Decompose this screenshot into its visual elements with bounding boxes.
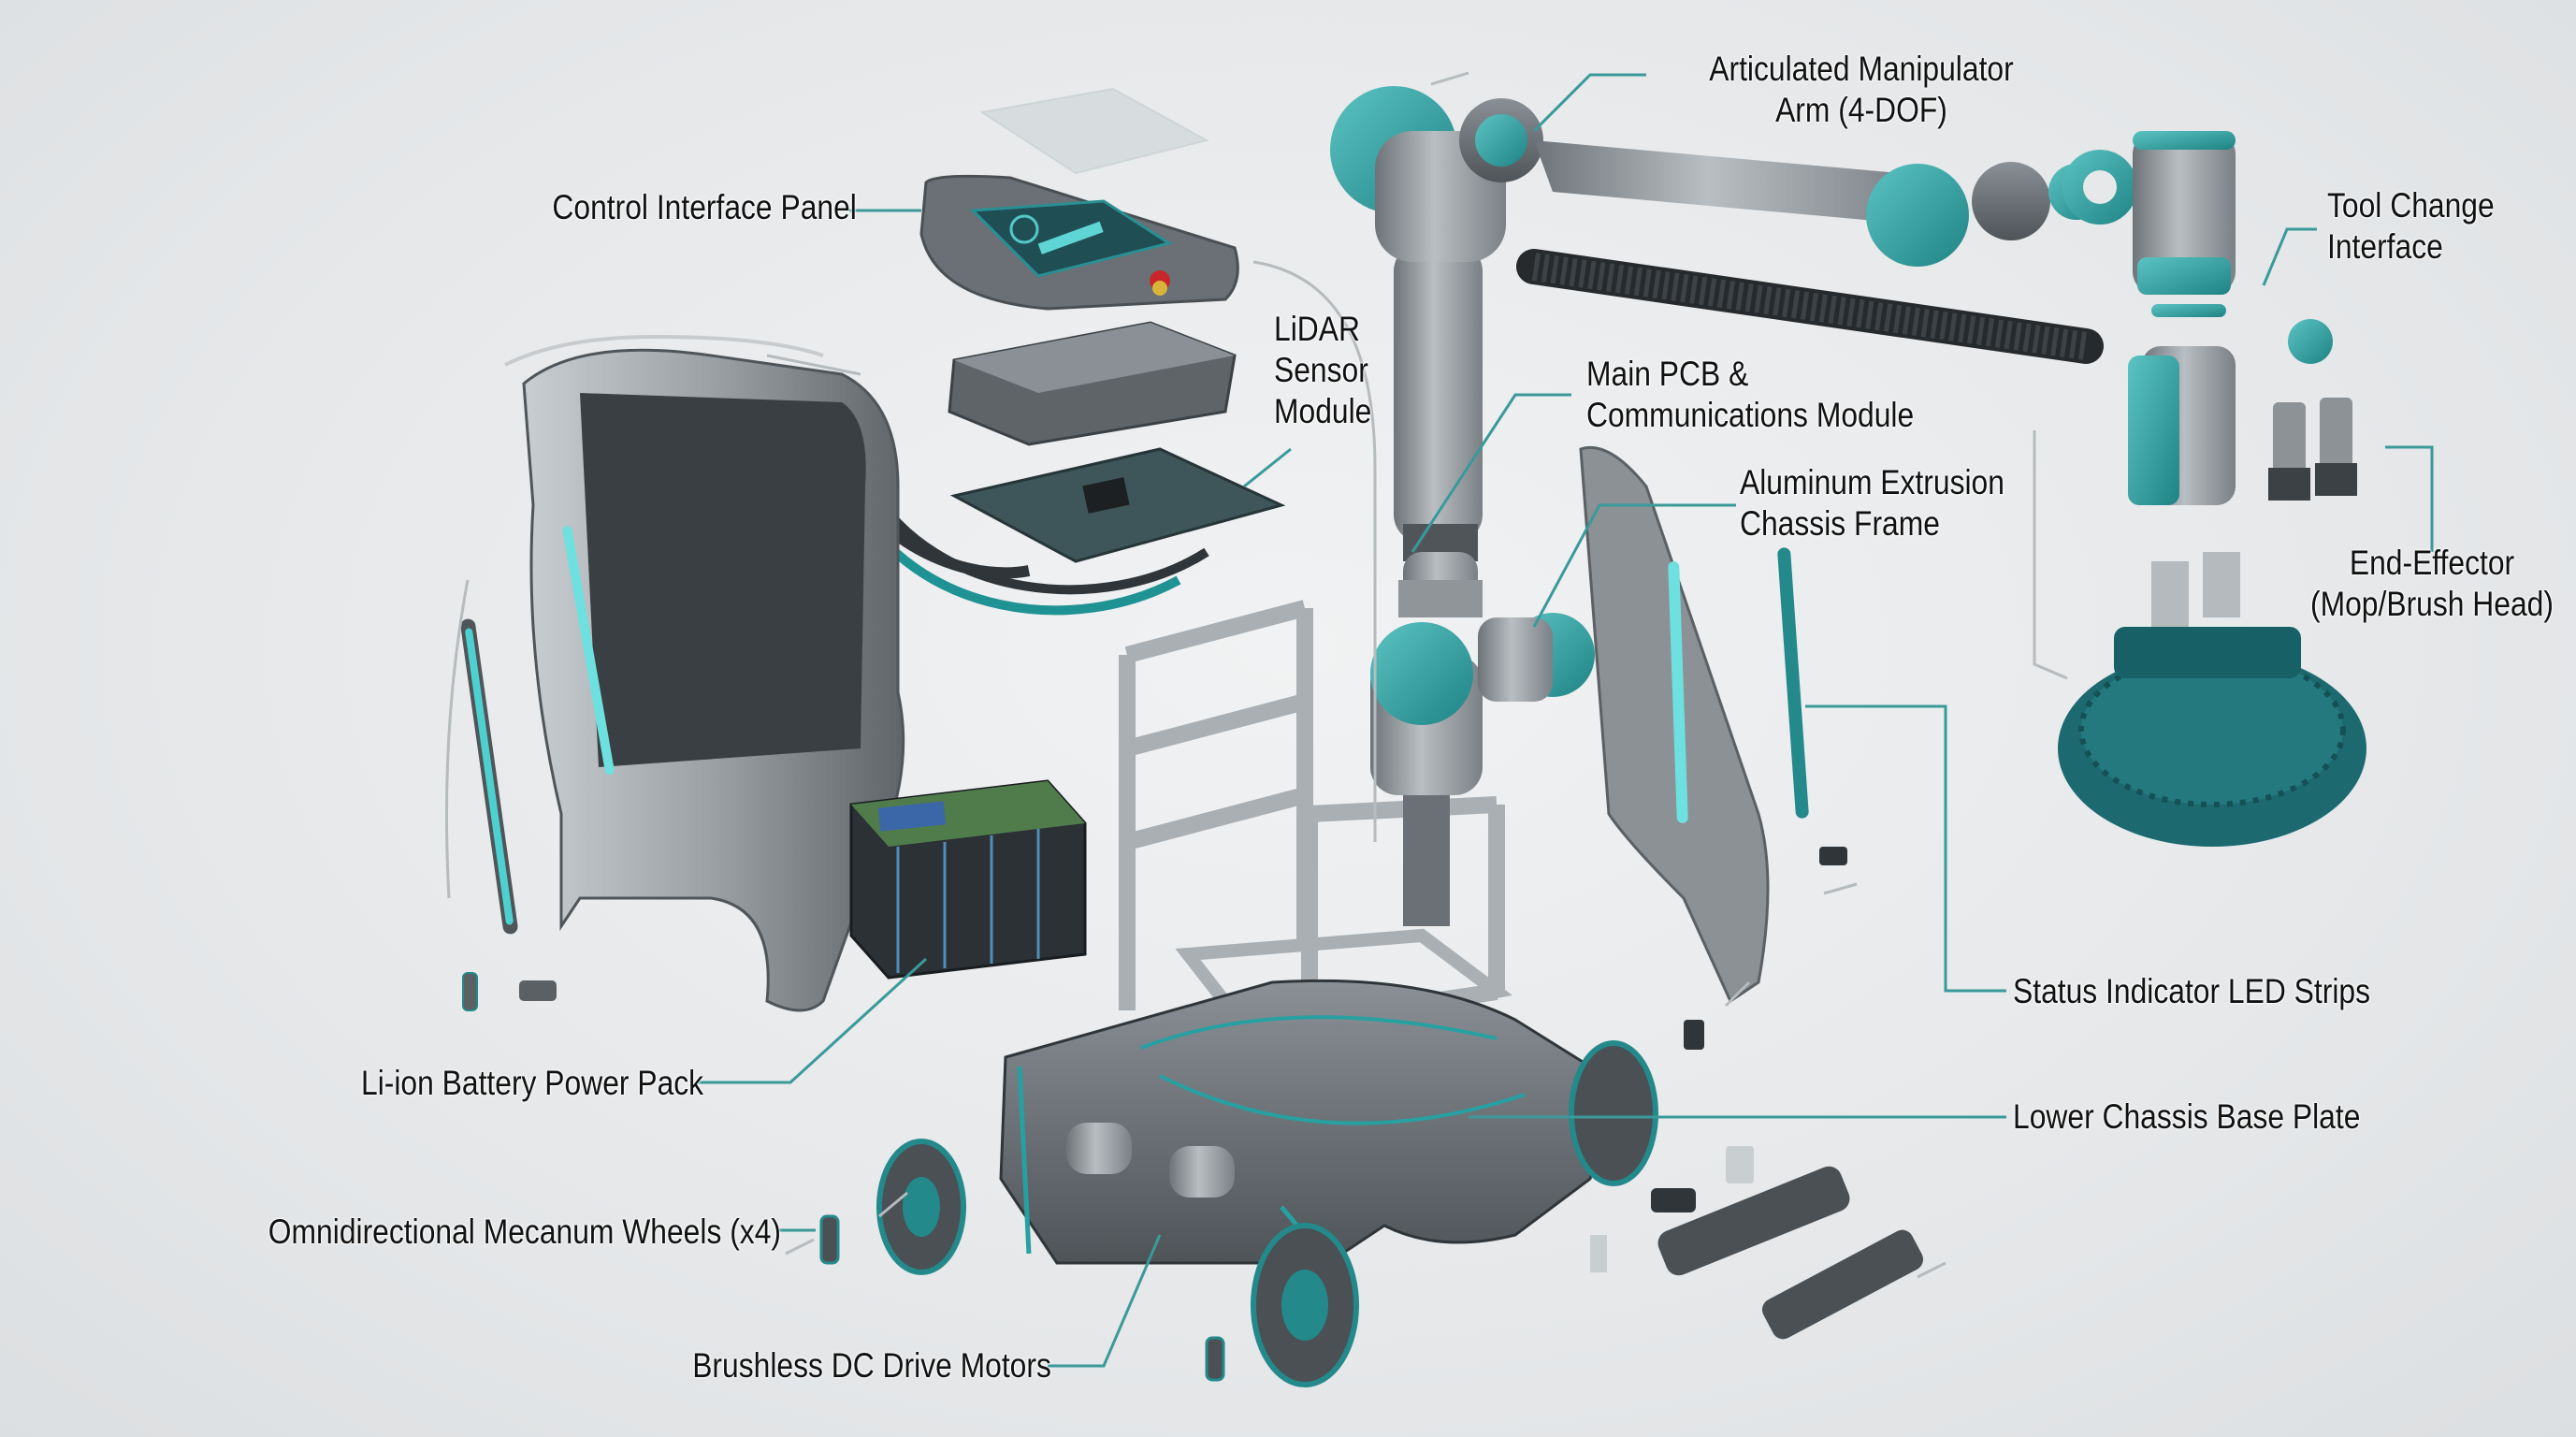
label-line: (Mop/Brush Head) (2310, 585, 2554, 623)
label-text: Status Indicator LED Strips (2013, 972, 2371, 1010)
bumper-parts-artwork (462, 847, 1924, 1382)
lidar-module-artwork (948, 321, 1237, 446)
label-text: Li-ion Battery Power Pack (361, 1064, 704, 1102)
label-lower-chassis-base-plate: Lower Chassis Base Plate (2013, 1096, 2360, 1138)
label-line: Communications Module (1586, 396, 1915, 434)
label-main-pcb: Main PCB & Communications Module (1586, 354, 1914, 436)
leader-aluminum-frame (1532, 503, 1736, 628)
ghost-screen-icon (979, 87, 1209, 175)
label-tool-change-interface: Tool Change Interface (2327, 185, 2495, 268)
control-panel-artwork (919, 174, 1239, 311)
leader-lidar (1243, 447, 1292, 488)
leader-motors (1048, 1234, 1162, 1368)
cable-conduit-artwork (1516, 249, 2104, 364)
motion-arrows (445, 71, 2068, 1279)
label-line: Interface (2327, 227, 2443, 266)
leader-battery (697, 957, 928, 1084)
label-text: Brushless DC Drive Motors (692, 1346, 1051, 1385)
label-line: Articulated Manipulator (1709, 50, 2014, 88)
leader-main-pcb (1411, 393, 1571, 553)
gripper-parts-artwork (2268, 398, 2357, 501)
rear-shell-artwork (504, 334, 905, 1012)
articulated-arm-artwork (1330, 86, 2105, 926)
label-line: Arm (4-DOF) (1775, 91, 1947, 129)
label-bldc-drive-motors: Brushless DC Drive Motors (692, 1345, 1051, 1386)
label-aluminum-extrusion-frame: Aluminum Extrusion Chassis Frame (1740, 462, 2004, 544)
label-line: Chassis Frame (1740, 504, 1940, 543)
label-line: Tool Change (2327, 186, 2495, 225)
label-text: Lower Chassis Base Plate (2013, 1097, 2361, 1136)
label-line: LiDAR (1274, 310, 1360, 348)
label-line: Module (1274, 392, 1372, 430)
mop-brush-head-artwork (2058, 552, 2366, 847)
lower-chassis-artwork (999, 979, 1601, 1265)
leader-end-effector (2385, 445, 2434, 552)
label-status-led-strips: Status Indicator LED Strips (2013, 971, 2370, 1012)
label-mecanum-wheels: Omnidirectional Mecanum Wheels (x4) (268, 1212, 781, 1253)
label-control-interface-panel: Control Interface Panel (552, 187, 857, 228)
battery-pack-artwork (849, 779, 1087, 980)
label-text: Omnidirectional Mecanum Wheels (x4) (268, 1212, 781, 1251)
leader-lines (697, 73, 2434, 1368)
label-text: Control Interface Panel (552, 188, 857, 226)
label-line: Aluminum Extrusion (1740, 463, 2004, 501)
drive-motors-artwork (1066, 1123, 1235, 1198)
label-line: Sensor (1274, 351, 1368, 389)
label-end-effector: End-Effector (Mop/Brush Head) (2303, 543, 2560, 625)
left-led-strip-artwork (460, 618, 518, 935)
label-articulated-arm: Articulated Manipulator Arm (4-DOF) (1685, 49, 2038, 131)
label-li-ion-battery: Li-ion Battery Power Pack (361, 1063, 704, 1104)
tool-changer-artwork (2062, 131, 2333, 505)
leader-arm (1532, 73, 1646, 133)
main-pcb-artwork (837, 447, 1286, 616)
leader-tool-change (2262, 227, 2317, 286)
leader-led-strips (1805, 704, 2006, 993)
mecanum-wheels-artwork (876, 1040, 1658, 1387)
label-line: Main PCB & (1586, 355, 1749, 393)
label-lidar-sensor-module: LiDAR Sensor Module (1274, 309, 1371, 432)
side-panel-artwork (1579, 445, 1809, 1004)
label-line: End-Effector (2349, 544, 2515, 582)
